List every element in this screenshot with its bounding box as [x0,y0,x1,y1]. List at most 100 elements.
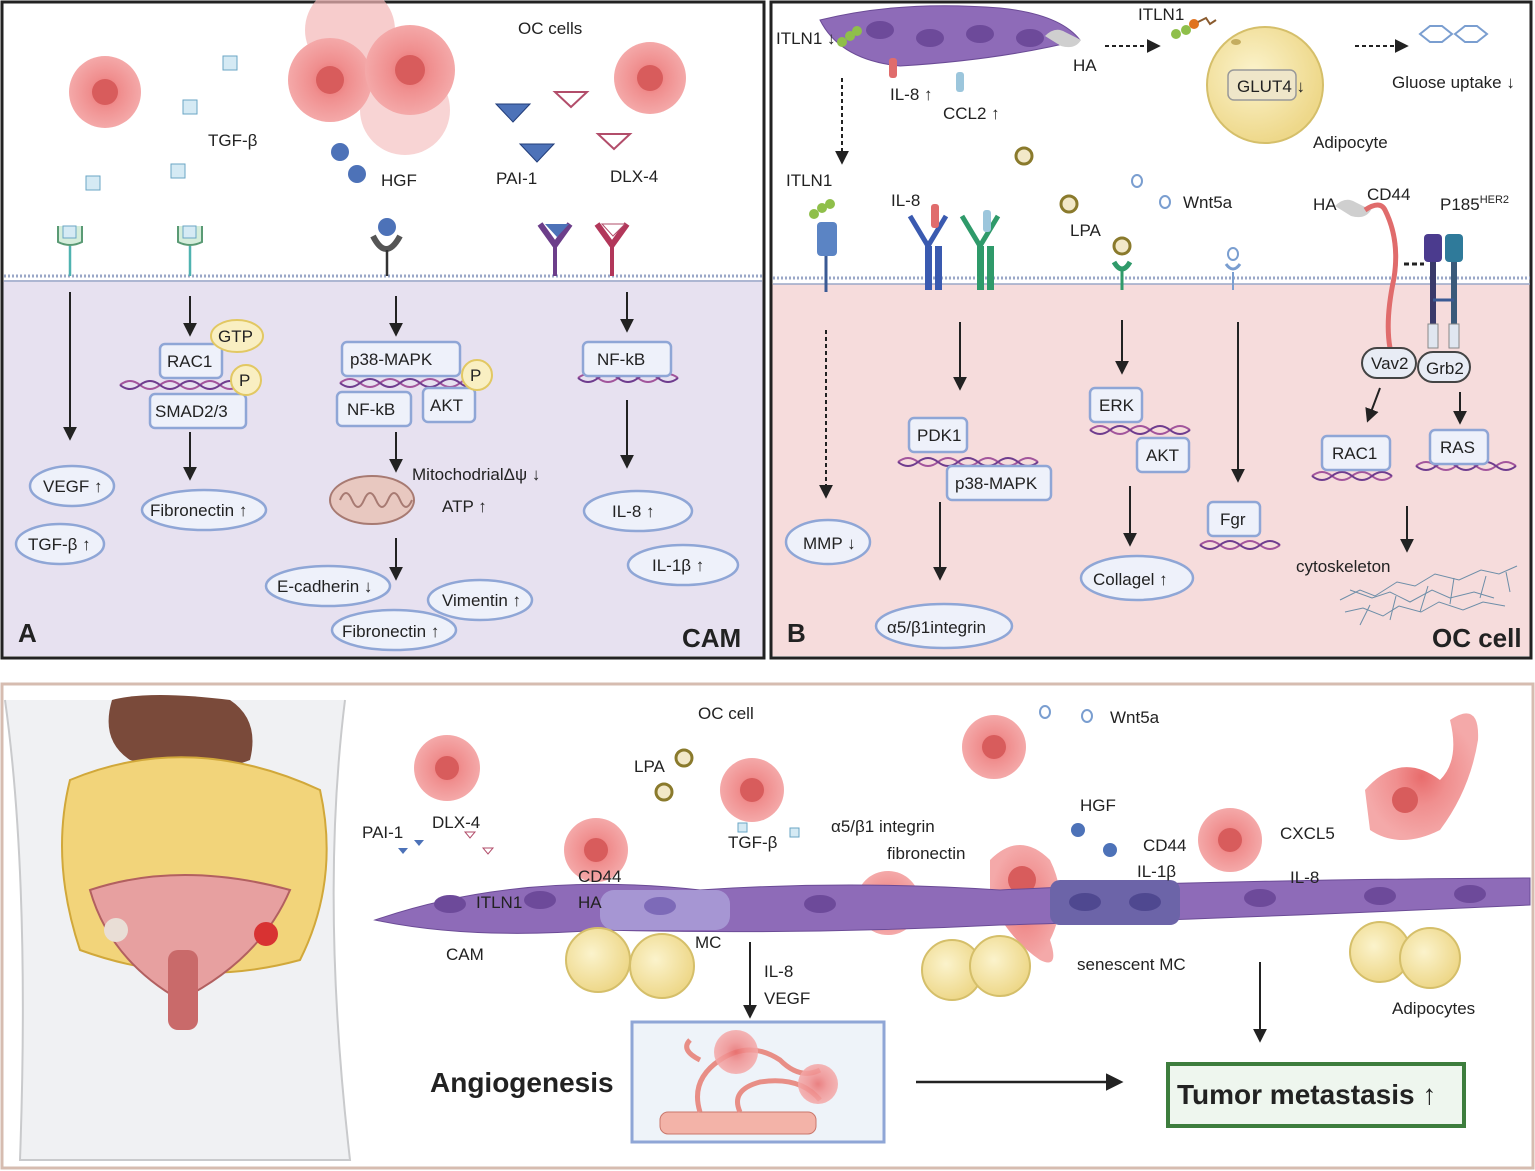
panel-b-dotted-arrows [819,39,1409,499]
label-hgf: HGF [381,171,417,190]
label-ha-b: HA [1313,195,1337,214]
ha-blob-b [1335,199,1371,218]
oc-cell-top [720,758,784,822]
itln1-adipocyte [1171,16,1217,39]
panel-a-phospho [210,319,493,396]
hgf-dot [348,165,366,183]
oc-cell-pai [414,735,480,801]
panel-a-cytoplasm [3,280,763,656]
lpa-c [674,748,694,768]
ccl2-top [956,72,964,92]
label-lpa-b: LPA [1070,221,1102,240]
label-adipocyte: Adipocyte [1313,133,1388,152]
wnt5a-dot [1131,174,1143,188]
label-il8-a: IL-8 ↑ [612,502,655,521]
lpa-c [654,782,674,802]
tgfb-receptor-1 [57,225,83,276]
label-wnt5a-c: Wnt5a [1110,708,1160,727]
itln1-top [837,26,862,47]
label-akt-b: AKT [1146,446,1179,465]
wnt5a-receptor [1224,247,1242,290]
cytoskeleton-fibers [1339,565,1518,626]
label-il8-top: IL-8 ↑ [890,85,933,104]
label-gtp: GTP [218,327,253,346]
panel-a-letter: A [18,618,37,648]
lpa-receptor [1111,236,1133,290]
label-erk: ERK [1099,396,1135,415]
panel-b-letter: B [787,618,806,648]
wnt5a-c [1081,709,1093,723]
adipocyte-cell [1206,26,1324,144]
body-illustration [4,695,352,1161]
wnt5a-c [1039,705,1051,719]
label-wnt5a-b: Wnt5a [1183,193,1233,212]
hgf-c [1103,843,1117,857]
label-pdk1: PDK1 [917,426,961,445]
label-rac1-b: RAC1 [1332,444,1377,463]
hgf-receptor [370,218,403,276]
lpa-dot [1059,194,1079,214]
label-vim: Vimentin ↑ [442,591,521,610]
label-ecad: E-cadherin ↓ [277,577,372,596]
oc-cell-wnt [962,715,1026,779]
itln1-receptor [809,199,837,292]
label-tgfb-c: TGF-β [728,833,778,852]
label-cxcl5: CXCL5 [1280,824,1335,843]
label-p38-a: p38-MAPK [350,350,433,369]
il8-receptor-blue [907,204,949,290]
panel-a: OC cells TGF-β HGF PAI-1 DLX-4 [0,0,766,660]
label-fgr: Fgr [1220,510,1246,529]
tgfb-c [737,822,748,833]
label-rac1-a: RAC1 [167,352,212,371]
metastasis-box [1166,1062,1466,1128]
label-p38-b: p38-MAPK [955,474,1038,493]
adipocytes-bottom [565,921,1461,1001]
label-ras: RAS [1440,438,1475,457]
tgfb-ligands [85,55,238,191]
label-il8-vegf-2: VEGF [764,989,810,1008]
pai1-c [398,848,408,854]
panel-b-arrows [933,320,1467,581]
label-vegf-up: VEGF ↑ [43,477,103,496]
label-mmp: MMP ↓ [803,534,856,553]
label-il8-c: IL-8 [1290,868,1319,887]
tumor-cell-left [69,56,141,128]
panel-a-arrows [63,292,634,581]
label-grb2: Grb2 [1426,359,1464,378]
label-p185: P185HER2 [1440,194,1509,214]
panel-a-title: CAM [682,623,741,653]
pai1-receptor [537,222,573,276]
tumor-cell-right [614,42,686,114]
label-dlx4: DLX-4 [610,167,658,186]
label-cd44-c2: CD44 [1143,836,1186,855]
label-vav2: Vav2 [1371,354,1409,373]
panel-b-title: OC cell [1432,623,1522,653]
panel-c: OC cell Wnt5a LPA PAI-1 DLX-4 TGF-β α5/β… [0,682,1535,1170]
label-il8-vegf-1: IL-8 [764,962,793,981]
label-il1b-c: IL-1β [1137,862,1176,881]
dlx4-receptor [594,222,630,276]
mesothelial-layer [373,877,1531,934]
hgf-dot [331,143,349,161]
oc-cell-itln [564,818,628,882]
label-cd44-c1: CD44 [578,867,621,886]
cd44-receptor [1363,202,1399,349]
wnt5a-dot [1159,195,1171,209]
label-ccl2: CCL2 ↑ [943,104,1000,123]
dlx4-c [481,847,495,855]
her2-receptor [1404,234,1463,349]
label-collagel: Collagel ↑ [1093,570,1168,589]
tgfb-c [789,827,800,838]
label-itln1-c: ITLN1 [476,893,522,912]
label-akt-a: AKT [430,396,463,415]
label-oc-cell-c: OC cell [698,704,754,723]
angiogenesis-box [630,1020,886,1144]
panel-b: ITLN1 ↓ IL-8 ↑ CCL2 ↑ HA ITLN1 GLUT4 ↓ A… [769,0,1533,660]
label-fibronectin-c: fibronectin [887,844,965,863]
pai1-ligands [494,103,556,163]
label-senescent: senescent MC [1077,955,1186,974]
il8-top [889,58,897,78]
mitochondrion [329,475,415,525]
label-lpa-c: LPA [634,757,666,776]
